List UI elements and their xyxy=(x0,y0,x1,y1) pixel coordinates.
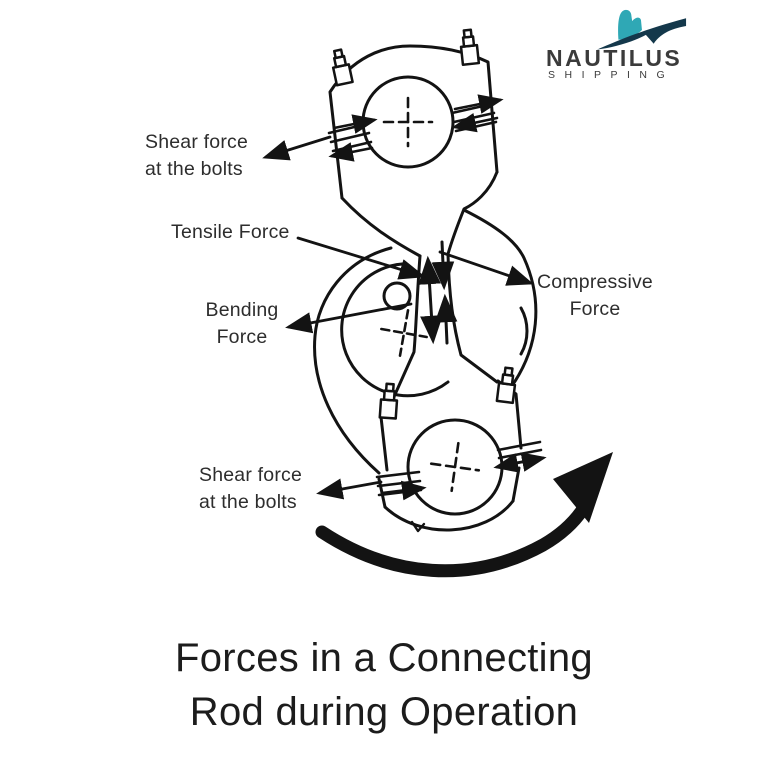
bottom-left-split-joint xyxy=(375,470,427,501)
logo-wordmark: NAUTILUS xyxy=(546,45,683,71)
page-title: Forces in a Connecting Rod during Operat… xyxy=(0,631,768,739)
tensile-force-arrow xyxy=(418,255,443,345)
bolt-icon xyxy=(495,366,517,405)
top-big-end xyxy=(262,28,504,258)
title-line-2: Rod during Operation xyxy=(189,690,579,734)
shear-bottom-pointer-arrow xyxy=(316,478,383,500)
compressive-force-arrows xyxy=(431,240,458,345)
bottom-big-end xyxy=(316,366,547,533)
bolt-icon xyxy=(378,382,399,420)
label-tensile-force: Tensile Force xyxy=(171,219,290,246)
bolt-icon xyxy=(331,48,354,87)
top-left-split-joint xyxy=(327,114,378,162)
label-line: Bending xyxy=(205,299,279,321)
crank-web-outline xyxy=(313,208,538,475)
label-line: at the bolts xyxy=(199,491,297,513)
web-hole xyxy=(382,281,412,311)
label-line: Force xyxy=(216,326,268,348)
top-right-split-joint xyxy=(450,94,504,133)
tensile-pointer-arrow xyxy=(296,236,426,280)
label-line: Shear force xyxy=(145,131,249,153)
label-line: Tensile Force xyxy=(171,221,290,243)
nautilus-shipping-logo: NAUTILUS SHIPPING xyxy=(545,4,691,82)
title-line-1: Forces in a Connecting xyxy=(175,636,593,680)
logo-tagline: SHIPPING xyxy=(548,69,675,81)
label-line: Force xyxy=(569,298,621,320)
ship-hull-wave-shape xyxy=(596,18,687,50)
compressive-pointer-arrow xyxy=(438,250,534,286)
crank-center-crosshair xyxy=(380,309,428,357)
bending-pointer-arrow xyxy=(285,302,413,334)
label-line: at the bolts xyxy=(145,158,243,180)
rotation-direction-arrow xyxy=(315,452,613,578)
bolt-icon xyxy=(459,28,481,66)
shear-top-pointer-arrow xyxy=(262,135,332,161)
top-center-crosshair xyxy=(382,96,434,148)
label-compressive-force: Compressive Force xyxy=(527,269,663,323)
label-line: Shear force xyxy=(199,464,303,486)
label-shear-force-bottom: Shear force at the bolts xyxy=(199,462,302,516)
label-line: Compressive xyxy=(537,271,653,293)
bottom-center-crosshair xyxy=(429,441,481,493)
bottom-right-split-joint xyxy=(493,440,547,473)
label-shear-force-top: Shear force at the bolts xyxy=(145,129,248,183)
ship-icon xyxy=(596,9,687,50)
ship-sail-shape xyxy=(618,9,642,40)
label-bending-force: Bending Force xyxy=(196,297,288,351)
